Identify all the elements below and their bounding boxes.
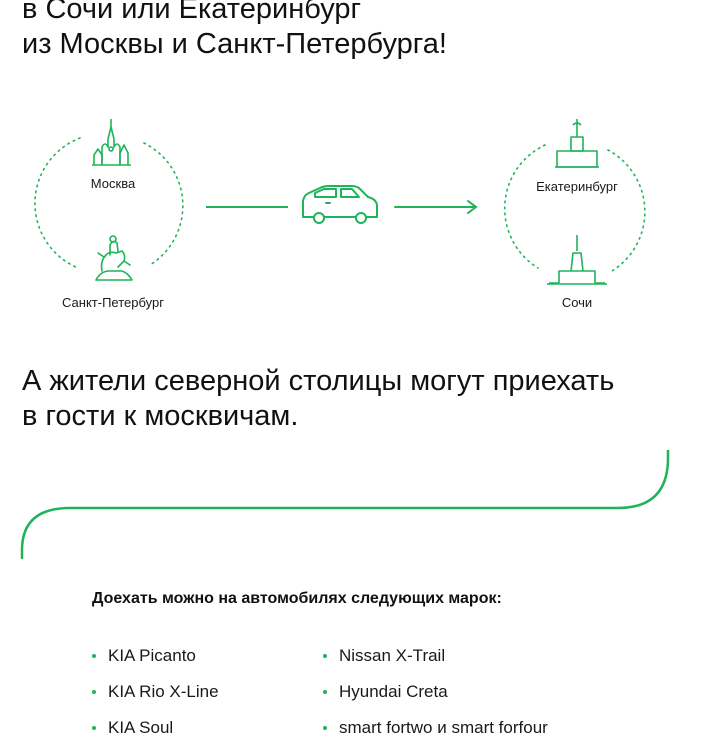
headline-top: в Сочи или Екатеринбург из Москвы и Санк… [22,0,447,62]
brand-list-left: KIA Picanto KIA Rio X-Line KIA Soul [92,645,219,748]
list-item: Nissan X-Trail [323,645,548,681]
brand-name: KIA Soul [108,718,174,737]
spire-building-icon [547,235,607,285]
brand-name: KIA Picanto [108,646,196,665]
bullet-icon [323,690,327,694]
decorative-curve [20,450,670,560]
headline-top-line-2: из Москвы и Санкт-Петербурга! [22,28,447,60]
route-graphics [34,119,646,285]
destination-dotted-circle [503,144,646,272]
bronze-horseman-icon [95,235,133,281]
city-label-moscow: Москва [90,176,136,191]
city-label-spb: Санкт-Петербург [62,295,164,310]
bullet-icon [323,654,327,658]
monument-icon [555,119,599,168]
brand-name: KIA Rio X-Line [108,682,219,701]
headline-mid: А жители северной столицы могут приехать… [22,364,614,434]
brand-name: Nissan X-Trail [339,646,446,665]
city-label-sochi: Сочи [561,295,593,310]
bullet-icon [92,690,96,694]
origin-dotted-circle [34,137,184,269]
brand-name: smart fortwo и smart forfour [339,718,548,737]
city-label-ekb: Екатеринбург [536,179,618,194]
list-item: KIA Soul [92,717,219,748]
headline-top-line-1: в Сочи или Екатеринбург [22,0,362,25]
list-item: KIA Picanto [92,645,219,681]
car-icon [302,185,378,224]
brand-name: Hyundai Creta [339,682,448,701]
bullet-icon [92,726,96,730]
bullet-icon [323,726,327,730]
list-item: Hyundai Creta [323,681,548,717]
bullet-icon [92,654,96,658]
arrow-right-icon [394,200,478,214]
route-diagram: Москва Санкт-Петербург Екатеринбург Сочи [0,105,725,320]
brands-title: Доехать можно на автомобилях следующих м… [92,590,502,607]
brand-list-right: Nissan X-Trail Hyundai Creta smart fortw… [323,645,548,748]
kremlin-icon [92,119,131,166]
headline-mid-line-1: А жители северной столицы могут приехать [22,365,615,397]
list-item: KIA Rio X-Line [92,681,219,717]
headline-mid-line-2: в гости к москвичам. [22,400,299,432]
list-item: smart fortwo и smart forfour [323,717,548,748]
